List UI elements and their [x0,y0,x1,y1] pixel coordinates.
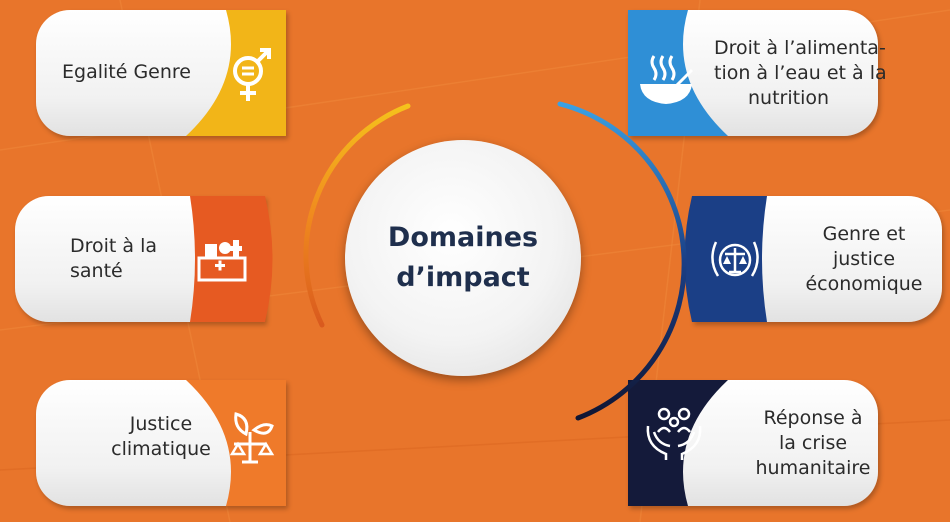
card-reponse-crise: Réponse à la crise humanitaire [628,380,878,506]
card-label-line-2: justice [832,248,896,270]
center-title-line-1: Domaines [387,222,539,253]
helping-hands-icon [646,407,702,460]
justice-scales-icon [711,241,759,277]
center-title: Domaines d’impact [345,218,581,298]
card-label-line-3: économique [805,273,923,295]
card-label-line-3: humanitaire [755,457,871,479]
climate-justice-icon [229,412,275,464]
card-justice-climatique: Justice climatique [36,380,286,506]
card-label-line-1: Réponse à [763,407,863,429]
card-label-line-1: Droit à l’alimenta- [714,37,886,59]
card-label-line-2: tion à l’eau et à la [714,62,887,84]
center-circle [345,140,581,376]
card-label-line-2: la crise [778,432,848,454]
health-kit-icon [197,240,247,282]
card-label-line-1: Justice [129,413,193,435]
food-bowl-icon [640,55,694,104]
card-egalite-genre: Egalité Genre [36,10,286,136]
card-label-line-2: climatique [111,438,211,460]
center-title-line-2: d’impact [396,262,530,293]
card-label: Egalité Genre [62,61,191,83]
card-genre-justice: Genre et justice économique [684,196,942,322]
card-label-line-3: nutrition [748,87,830,109]
card-droit-alimentation: Droit à l’alimenta- tion à l’eau et à la… [628,10,887,136]
card-label-line-1: Genre et [822,223,906,245]
card-label-line-1: Droit à la [70,235,158,257]
card-label-line-2: santé [70,260,123,282]
card-droit-sante: Droit à la santé [15,196,273,322]
gender-equality-icon [233,48,271,101]
